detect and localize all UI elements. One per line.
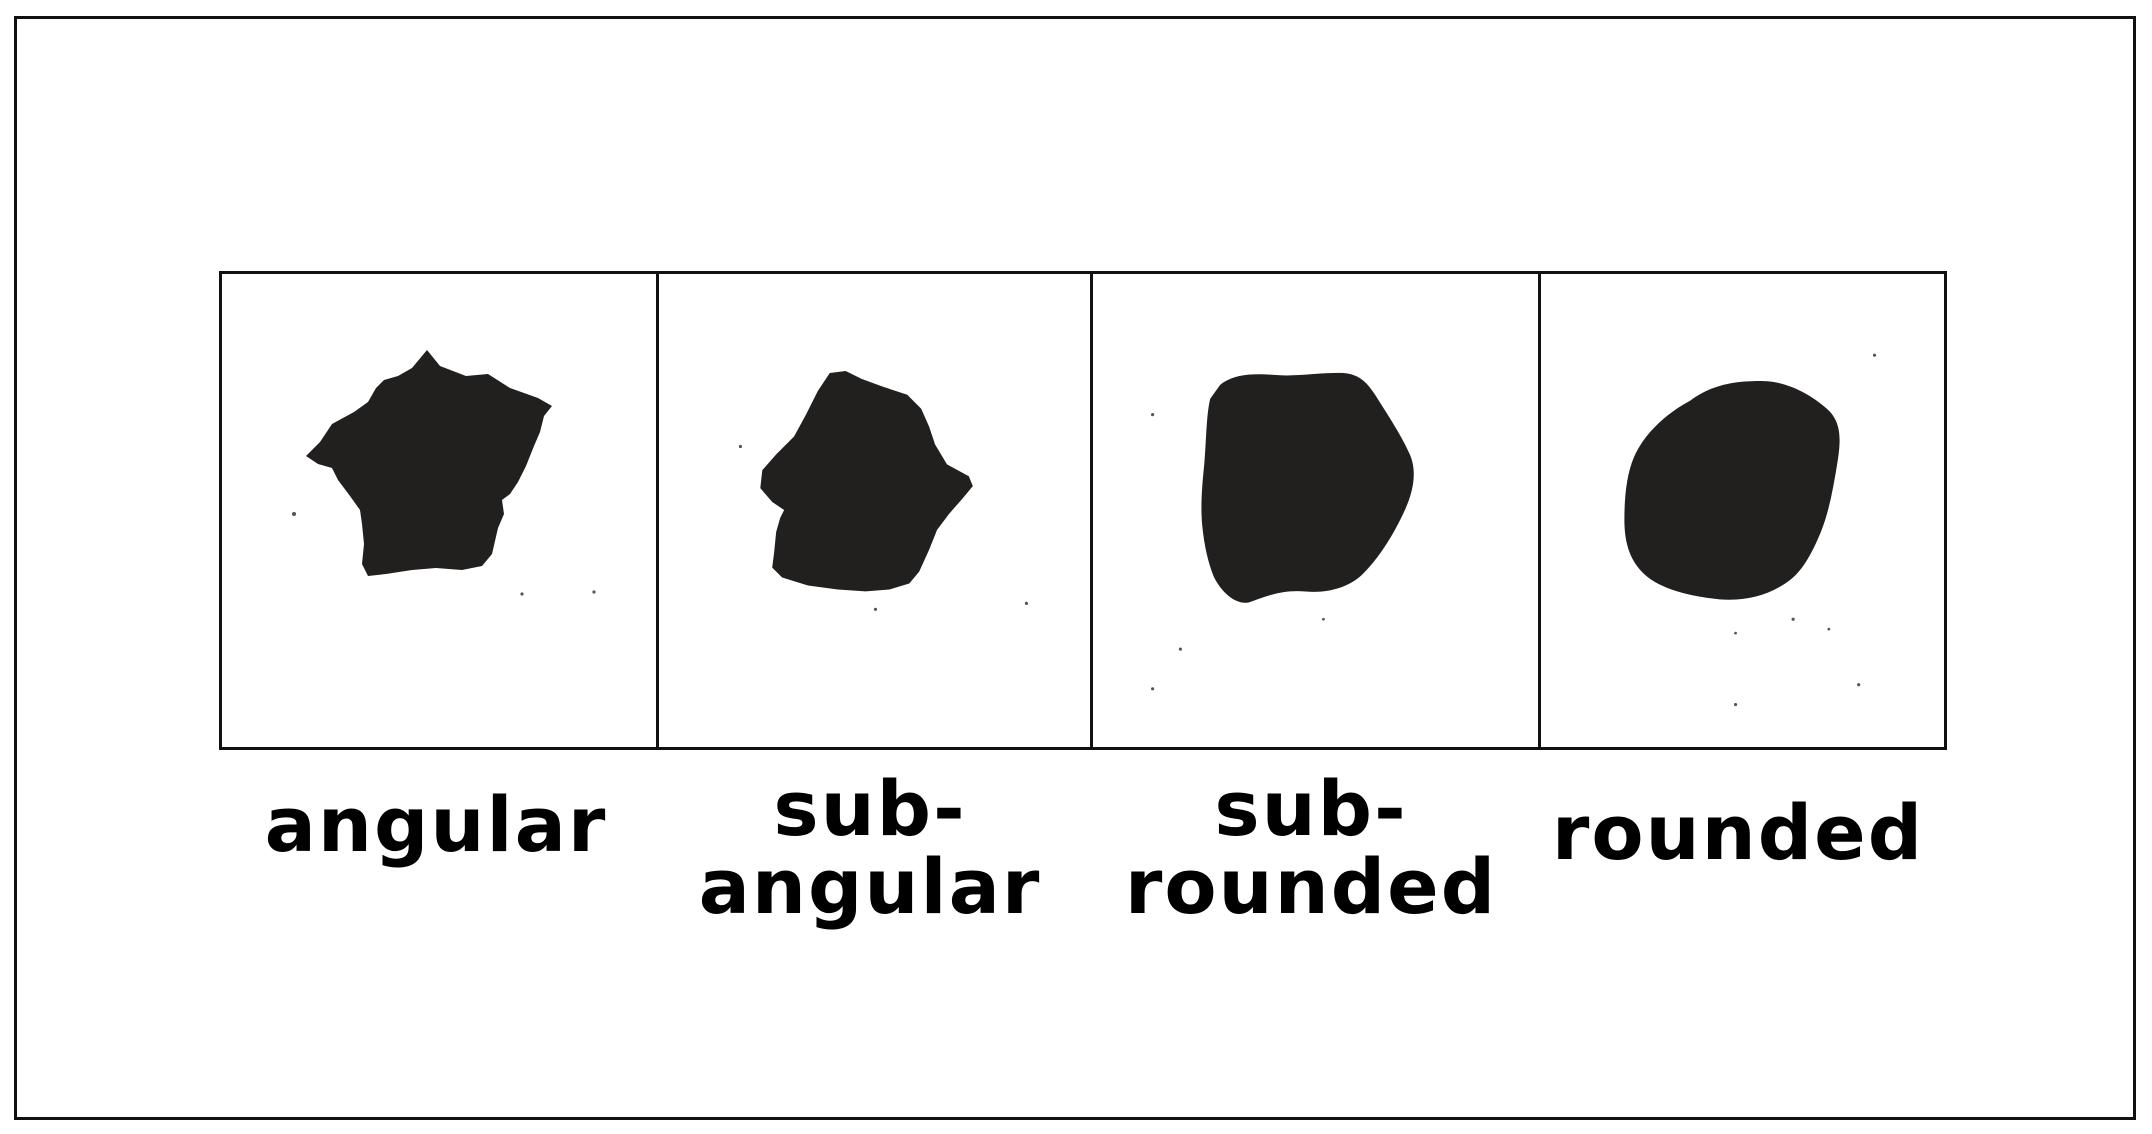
panel-sub-rounded — [1090, 274, 1538, 747]
label-sub-angular-line-2: angular — [698, 842, 1042, 931]
label-rounded: rounded — [1535, 794, 1941, 872]
label-sub-rounded-line-1: sub- — [1214, 764, 1408, 853]
rounded-grain-shape — [1624, 353, 1877, 707]
panel-sub-angular — [656, 274, 1090, 747]
label-sub-angular-line-1: sub- — [773, 764, 967, 853]
label-rounded-line-1: rounded — [1551, 788, 1925, 877]
panel-rounded — [1538, 274, 1944, 747]
label-sub-angular: sub- angular — [653, 770, 1087, 926]
label-sub-rounded-line-2: rounded — [1124, 842, 1498, 931]
label-angular: angular — [219, 786, 653, 864]
panel-angular — [222, 274, 656, 747]
sub-rounded-grain-shape — [1151, 372, 1414, 691]
angular-grain-shape — [292, 350, 596, 596]
sub-angular-grain-shape — [738, 370, 1029, 611]
label-sub-rounded: sub- rounded — [1087, 770, 1535, 926]
label-angular-line-1: angular — [264, 780, 608, 869]
grain-panel-row — [219, 271, 1947, 750]
